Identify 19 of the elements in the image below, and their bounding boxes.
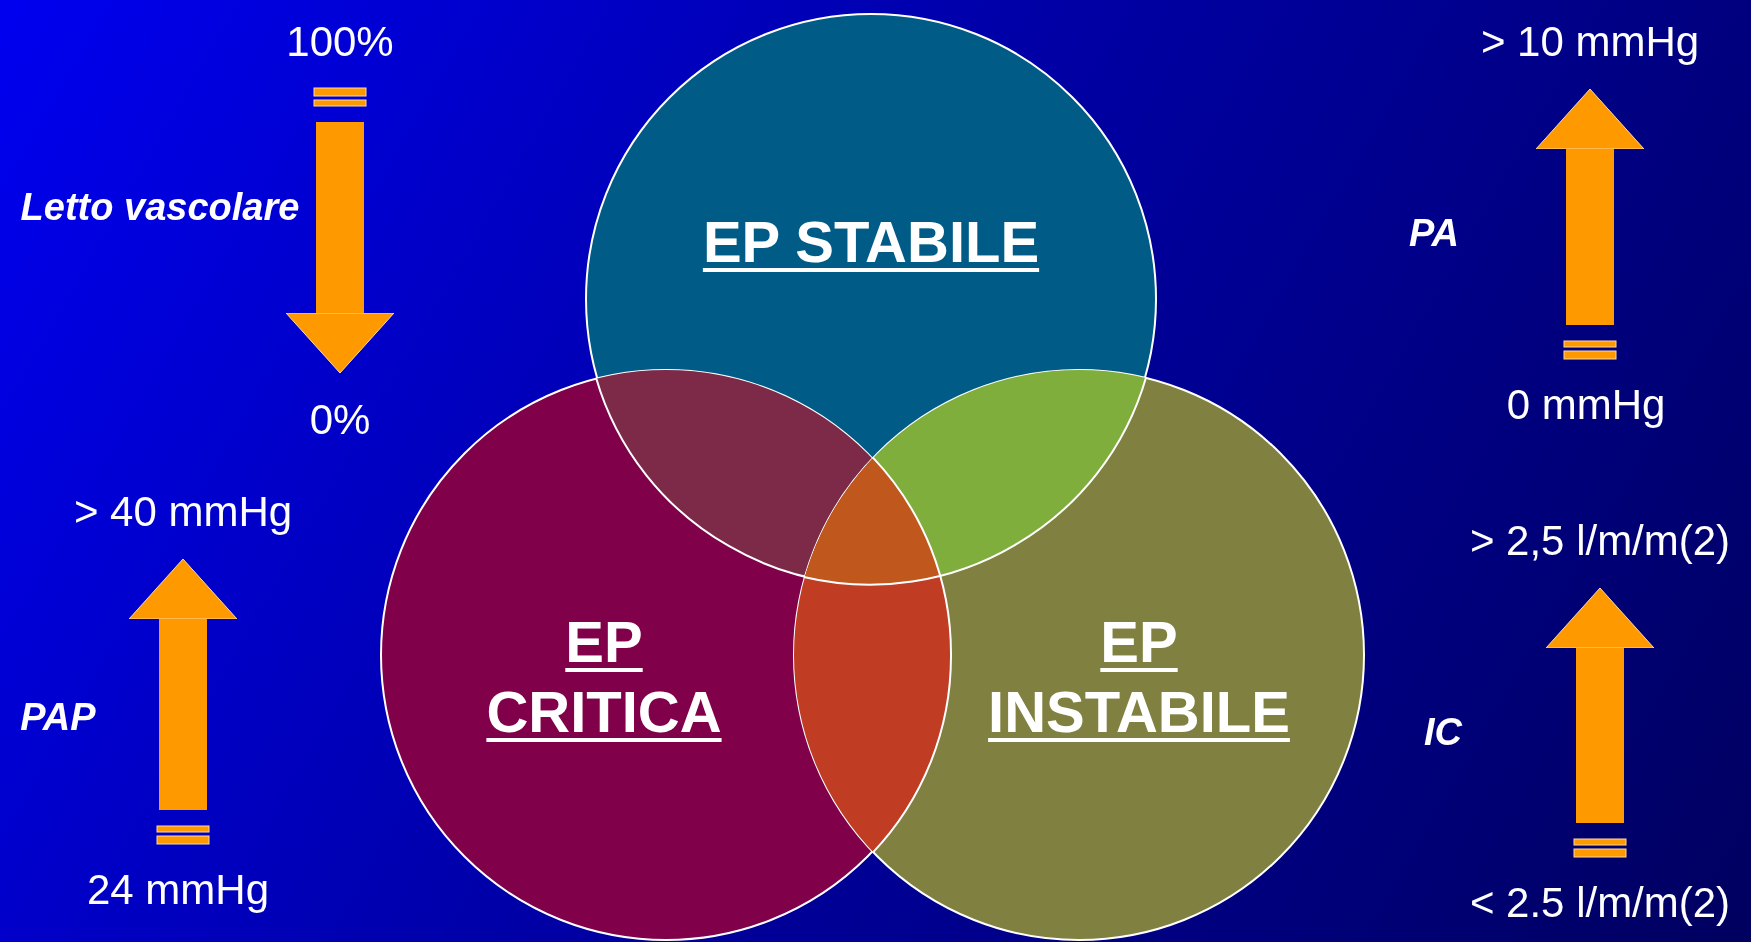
- set-title: EP INSTABILE: [987, 608, 1291, 746]
- arrow: [1545, 587, 1655, 858]
- scale-value: 0%: [309, 396, 371, 444]
- scale-value: < 2.5 l/m/m(2): [1469, 879, 1731, 927]
- scale-value: 0 mmHg: [1506, 381, 1666, 429]
- set-title: EP STABILE: [701, 208, 1041, 276]
- axis-label: IC: [1424, 710, 1462, 754]
- set-title: EP CRITICA: [485, 608, 723, 746]
- scale-value: 24 mmHg: [86, 866, 270, 914]
- arrow: [128, 558, 238, 845]
- axis-label: PAP: [20, 695, 96, 739]
- scale-value: 100%: [286, 18, 394, 66]
- scale-value: > 10 mmHg: [1480, 18, 1700, 66]
- scale-value: > 2,5 l/m/m(2): [1469, 517, 1731, 565]
- scale-value: > 40 mmHg: [73, 488, 293, 536]
- axis-label: PA: [1409, 211, 1459, 255]
- axis-label: Letto vascolare: [20, 185, 300, 229]
- arrow: [1535, 88, 1645, 360]
- arrow: [285, 87, 395, 374]
